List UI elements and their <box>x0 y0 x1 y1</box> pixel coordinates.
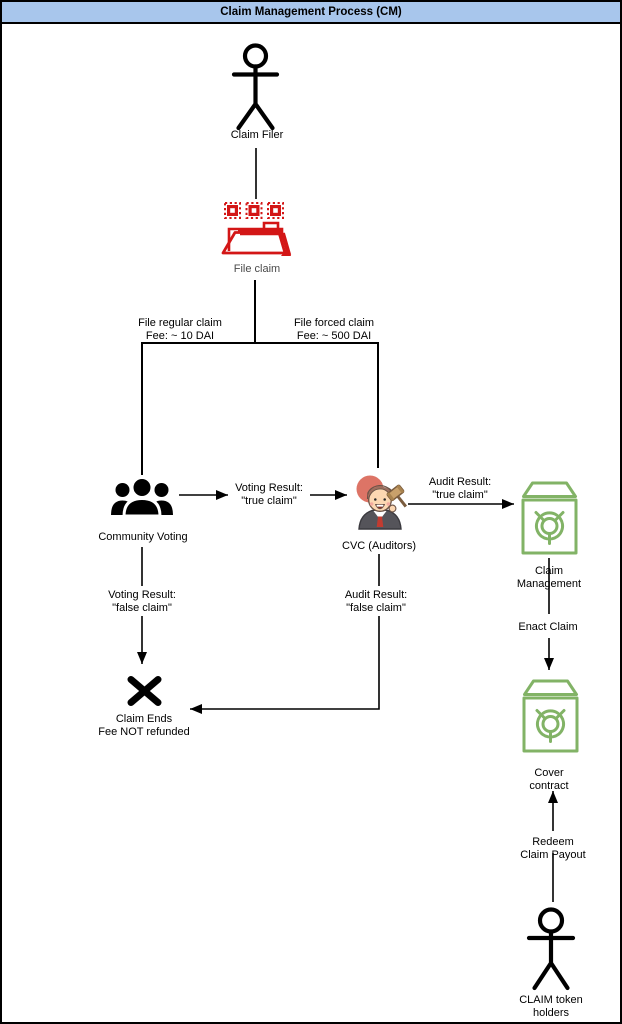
claim-filer-label: Claim Filer <box>230 129 284 141</box>
chip-icon <box>245 202 263 219</box>
community-voting-icon <box>111 476 173 518</box>
claim-ends-label: Claim Ends Fee NOT refunded <box>98 713 190 738</box>
file-claim-label: File claim <box>233 263 281 275</box>
claim-ends-x-icon <box>127 676 162 706</box>
cvc-auditors-label: CVC (Auditors) <box>342 540 416 552</box>
file-forced-claim-edge-label: File forced claim Fee: ~ 500 DAI <box>293 317 375 342</box>
chip-icon <box>267 202 284 219</box>
gavel-icon <box>386 484 408 508</box>
folder-icon <box>221 221 292 256</box>
claim-management-icon <box>521 481 578 555</box>
cvc-auditor-icon <box>356 475 408 530</box>
redeem-claim-payout-edge-label: Redeem Claim Payout <box>520 836 586 861</box>
enact-claim-edge-label: Enact Claim <box>518 621 578 633</box>
claim-filer-actor-icon <box>231 43 280 131</box>
edge-fileclaim-branch <box>141 280 379 475</box>
cover-contract-icon <box>522 679 579 753</box>
community-voting-label: Community Voting <box>98 531 188 543</box>
audit-result-true-edge-label: Audit Result: "true claim" <box>428 476 492 501</box>
edge-cvc-to-claimends <box>190 554 380 714</box>
cover-contract-label: Cover contract <box>529 767 569 792</box>
claim-token-holders-actor-icon <box>526 907 576 991</box>
claim-token-holders-label: CLAIM token holders <box>519 994 583 1019</box>
voting-result-true-edge-label: Voting Result: "true claim" <box>235 482 303 507</box>
file-regular-claim-edge-label: File regular claim Fee: ~ 10 DAI <box>138 317 222 342</box>
chip-icon <box>224 202 241 219</box>
voting-result-false-edge-label: Voting Result: "false claim" <box>108 589 176 614</box>
diagram-title: Claim Management Process (CM) <box>220 6 402 18</box>
diagram-title-bar: Claim Management Process (CM) <box>2 2 620 24</box>
claim-management-label: Claim Management <box>516 565 582 590</box>
file-claim-icon <box>221 202 292 256</box>
audit-result-false-edge-label: Audit Result: "false claim" <box>344 589 408 614</box>
